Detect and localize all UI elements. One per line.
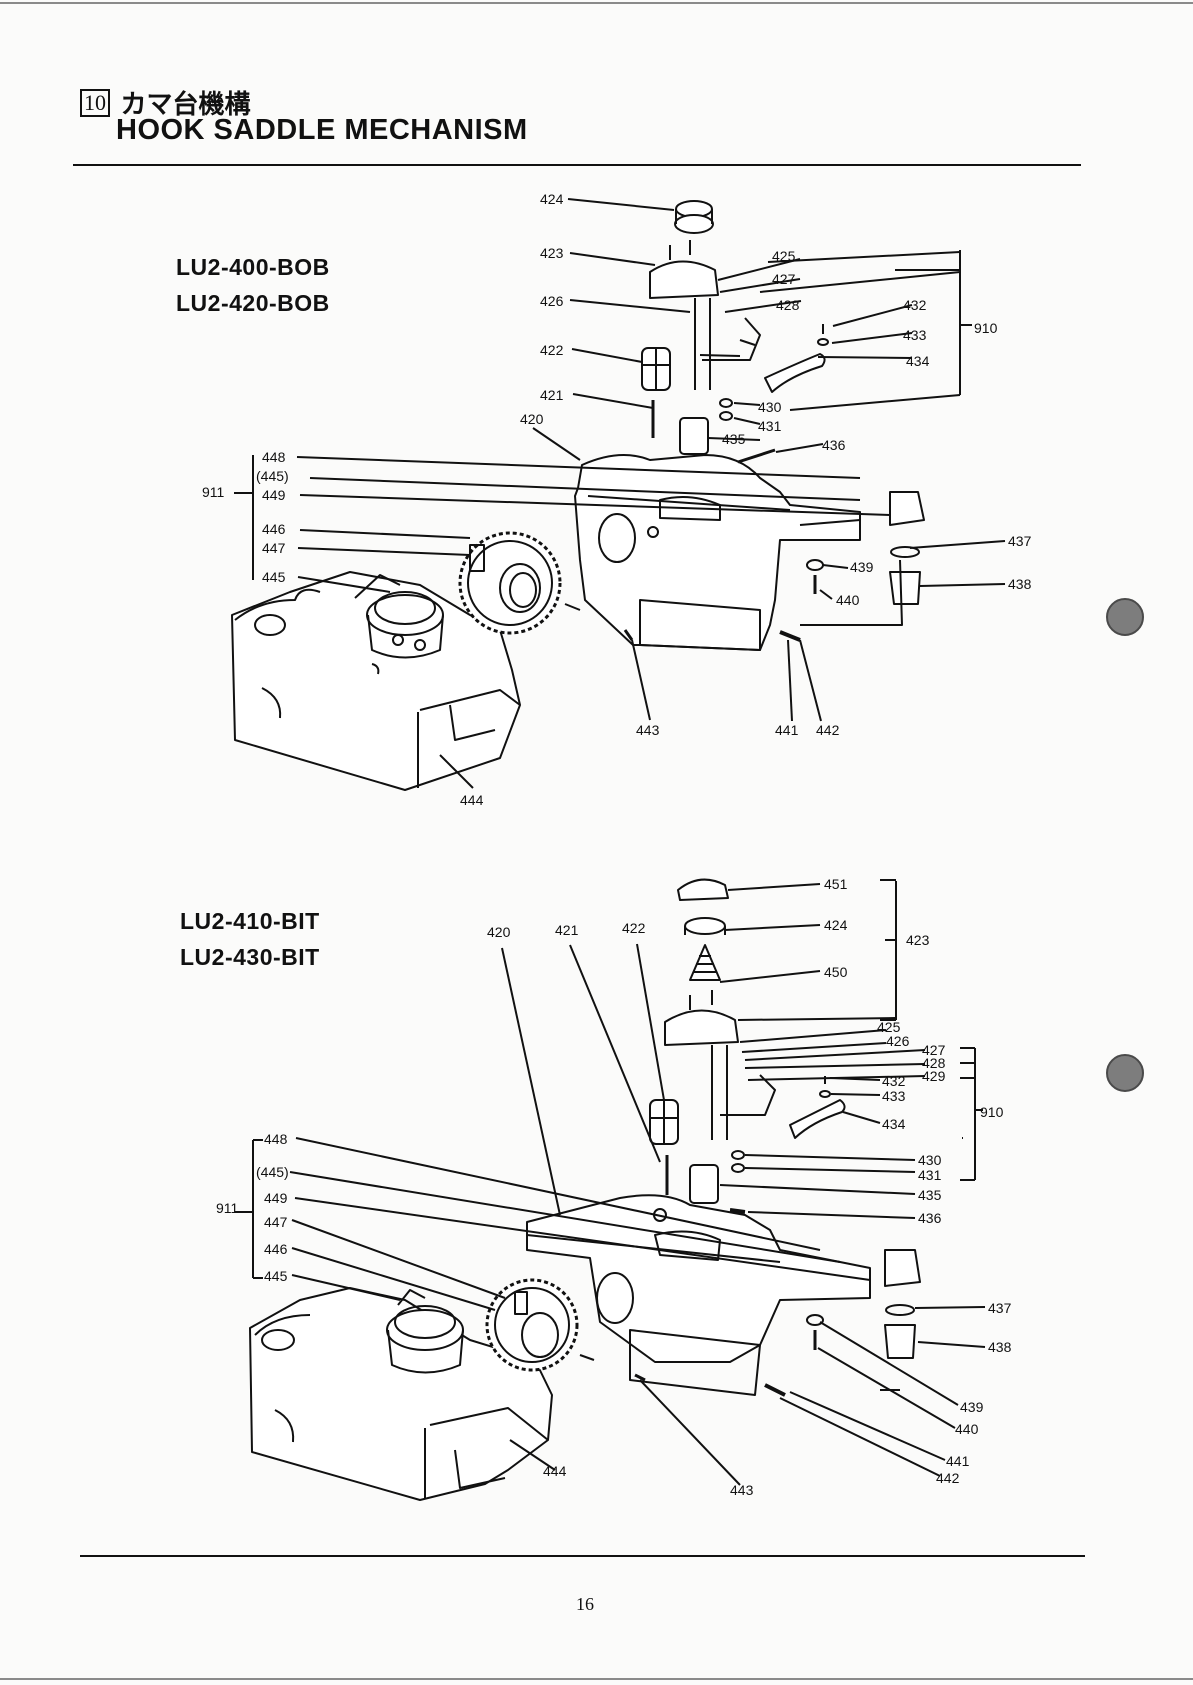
callout: 910	[974, 320, 998, 336]
callout: 422	[622, 920, 646, 936]
callout: 441	[946, 1453, 970, 1469]
section-title-jp: カマ台機構	[120, 89, 251, 119]
callout: 446	[264, 1241, 288, 1257]
callout: 450	[824, 964, 848, 980]
callout: 442	[816, 722, 840, 738]
callout: 421	[555, 922, 579, 938]
callout: 426	[540, 293, 564, 309]
model-label-bit-1: LU2-410-BIT	[180, 908, 320, 934]
callout: 433	[903, 327, 927, 343]
callout: 445	[264, 1268, 288, 1284]
section-title-en: HOOK SADDLE MECHANISM	[116, 114, 528, 146]
punch-hole	[1106, 1054, 1144, 1092]
callout: 447	[264, 1214, 288, 1230]
callout: 423	[540, 245, 564, 261]
callout: 437	[1008, 533, 1032, 549]
callout: 437	[988, 1300, 1012, 1316]
callout: 444	[543, 1463, 567, 1479]
callout: 436	[822, 437, 846, 453]
scan-top-edge	[0, 2, 1193, 4]
callout: 434	[882, 1116, 906, 1132]
callout: 442	[936, 1470, 960, 1486]
callout: 445	[262, 569, 286, 585]
callout: 424	[540, 191, 564, 207]
callout: 434	[906, 353, 930, 369]
model-label-bit-2: LU2-430-BIT	[180, 944, 320, 970]
callout: 421	[540, 387, 564, 403]
callout: 447	[262, 540, 286, 556]
callout: 436	[918, 1210, 942, 1226]
punch-hole	[1106, 598, 1144, 636]
model-label-bob-1: LU2-400-BOB	[176, 254, 330, 280]
callout: 435	[722, 431, 746, 447]
callout: 433	[882, 1088, 906, 1104]
callout: (445)	[256, 468, 289, 484]
header-rule	[73, 164, 1081, 166]
callout: 440	[836, 592, 860, 608]
callout: 429	[922, 1068, 946, 1084]
callout: 430	[758, 399, 782, 415]
callout: 423	[906, 932, 930, 948]
callout: 911	[202, 484, 225, 500]
callout: 439	[960, 1399, 984, 1415]
callout: 443	[730, 1482, 754, 1498]
callout: 420	[487, 924, 511, 940]
callout: 428	[776, 297, 800, 313]
callout: 424	[824, 917, 848, 933]
callout: 439	[850, 559, 874, 575]
callout: (445)	[256, 1164, 289, 1180]
callout: 448	[262, 449, 286, 465]
callout: 427	[922, 1042, 946, 1058]
callout: 443	[636, 722, 660, 738]
callout: 451	[824, 876, 848, 892]
scan-bottom-edge	[0, 1678, 1193, 1680]
callout: 438	[1008, 576, 1032, 592]
callout: 431	[758, 418, 782, 434]
callout: 910	[980, 1104, 1004, 1120]
callout: 420	[520, 411, 544, 427]
section-number: 10	[80, 88, 110, 117]
model-label-bob-2: LU2-420-BOB	[176, 290, 330, 316]
diagram-bob-drawing	[231, 198, 1006, 791]
callout: 432	[903, 297, 927, 313]
page-number: 16	[576, 1594, 594, 1614]
callout: 422	[540, 342, 564, 358]
diagram-bit-callouts: 451 424 423 420 421 422 450 425 426 427 …	[216, 876, 1012, 1498]
callout: 431	[918, 1167, 942, 1183]
callout: 425	[772, 248, 796, 264]
callout: 435	[918, 1187, 942, 1203]
diagram-bob-callouts: 424 423 425 427 428 426 432 433 910 434 …	[202, 191, 1032, 808]
callout: 441	[775, 722, 799, 738]
callout: 428	[922, 1055, 946, 1071]
callout: 432	[882, 1073, 906, 1089]
callout: 449	[264, 1190, 288, 1206]
callout: 446	[262, 521, 286, 537]
callout: 448	[264, 1131, 288, 1147]
callout: 425	[877, 1019, 901, 1035]
callout: 438	[988, 1339, 1012, 1355]
section-header: 10 カマ台機構	[80, 84, 250, 121]
callout: 449	[262, 487, 286, 503]
callout: 444	[460, 792, 484, 808]
footer-rule	[80, 1555, 1085, 1557]
callout: 427	[772, 271, 796, 287]
callout: 911	[216, 1200, 239, 1216]
callout: 426	[886, 1033, 910, 1049]
callout: 430	[918, 1152, 942, 1168]
callout: 440	[955, 1421, 979, 1437]
diagram-bit-drawing	[235, 878, 986, 1501]
